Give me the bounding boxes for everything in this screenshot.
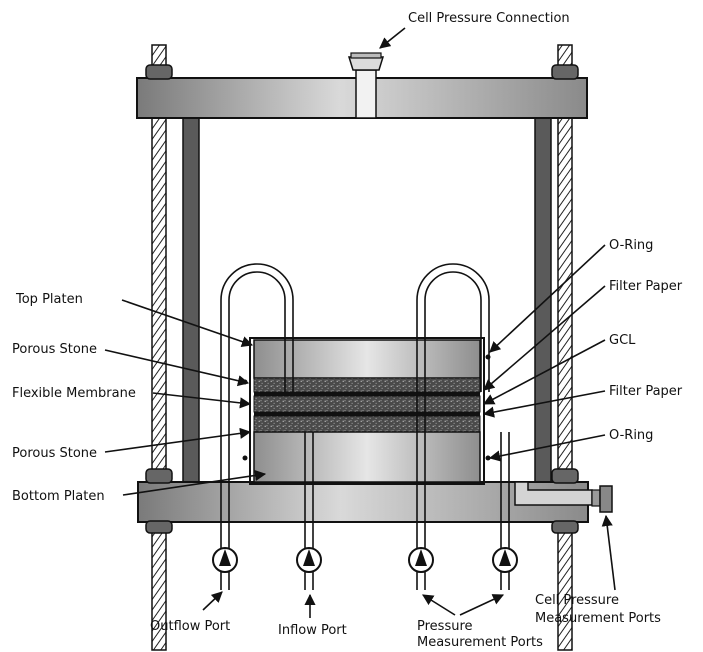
top-plate xyxy=(136,52,588,119)
gcl-layer xyxy=(253,395,481,413)
label-o-ring-top: O-Ring xyxy=(609,238,653,253)
valve-outflow xyxy=(212,547,238,573)
leader-cell-pressure-measurement xyxy=(601,514,616,591)
leader-lines xyxy=(104,27,616,618)
label-outflow-port: Outflow Port xyxy=(150,619,230,634)
label-bottom-platen: Bottom Platen xyxy=(12,489,105,504)
valve-inflow xyxy=(296,547,322,573)
label-pressure-measurement-line2: Measurement Ports xyxy=(417,635,543,650)
leader-filter-paper-bottom xyxy=(482,390,606,418)
leader-flexible-membrane xyxy=(152,392,252,409)
o-ring-dot xyxy=(242,455,248,461)
leader-outflow-port xyxy=(202,591,223,611)
leader-bottom-platen xyxy=(122,469,267,496)
left-support-post xyxy=(182,116,200,483)
nut xyxy=(145,64,173,80)
nut xyxy=(551,468,579,484)
valve-pressure-left xyxy=(408,547,434,573)
nut xyxy=(145,468,173,484)
bottom-platen xyxy=(253,431,481,483)
label-cell-pressure-measurement-line2: Measurement Ports xyxy=(535,611,661,626)
filter-paper-bottom xyxy=(254,412,480,416)
leader-gcl xyxy=(483,339,606,405)
leader-top-platen xyxy=(121,299,254,347)
label-cell-pressure-measurement-line1: Cell Pressure xyxy=(535,593,619,608)
label-porous-stone-top: Porous Stone xyxy=(12,342,97,357)
label-gcl: GCL xyxy=(609,333,636,348)
right-support-post xyxy=(534,116,552,483)
label-porous-stone-bottom: Porous Stone xyxy=(12,446,97,461)
bottom-plate xyxy=(137,468,613,534)
drainage-tubes xyxy=(220,263,510,590)
porous-stone-bottom xyxy=(253,415,481,433)
label-o-ring-bottom: O-Ring xyxy=(609,428,653,443)
label-inflow-port: Inflow Port xyxy=(278,623,347,638)
leader-pressure-port-left xyxy=(422,594,456,616)
leader-porous-stone-top xyxy=(104,349,250,387)
labels: Cell Pressure Connection Top Platen Poro… xyxy=(12,11,683,650)
right-tie-rod xyxy=(557,44,573,651)
porous-stone-top xyxy=(253,377,481,393)
left-tie-rod xyxy=(151,44,167,651)
valve-pressure-right xyxy=(492,547,518,573)
label-pressure-measurement-line1: Pressure xyxy=(417,619,473,634)
label-flexible-membrane: Flexible Membrane xyxy=(12,386,136,401)
label-filter-paper-bottom: Filter Paper xyxy=(609,384,683,399)
nut xyxy=(551,64,579,80)
leader-pressure-port-right xyxy=(459,594,505,616)
valves xyxy=(212,547,518,573)
filter-paper-top xyxy=(254,392,480,396)
leader-filter-paper-top xyxy=(483,285,606,391)
nut xyxy=(551,520,579,534)
leader-cell-pressure-connection xyxy=(379,27,406,49)
label-filter-paper-top: Filter Paper xyxy=(609,279,683,294)
specimen-assembly xyxy=(242,337,491,485)
top-platen xyxy=(253,339,481,379)
nut xyxy=(145,520,173,534)
leader-o-ring-bottom xyxy=(488,434,606,462)
o-ring-dot xyxy=(485,455,491,461)
leader-o-ring-top xyxy=(489,244,606,353)
leader-porous-stone-bottom xyxy=(104,427,252,453)
label-cell-pressure-connection: Cell Pressure Connection xyxy=(408,11,570,26)
label-top-platen: Top Platen xyxy=(15,292,83,307)
